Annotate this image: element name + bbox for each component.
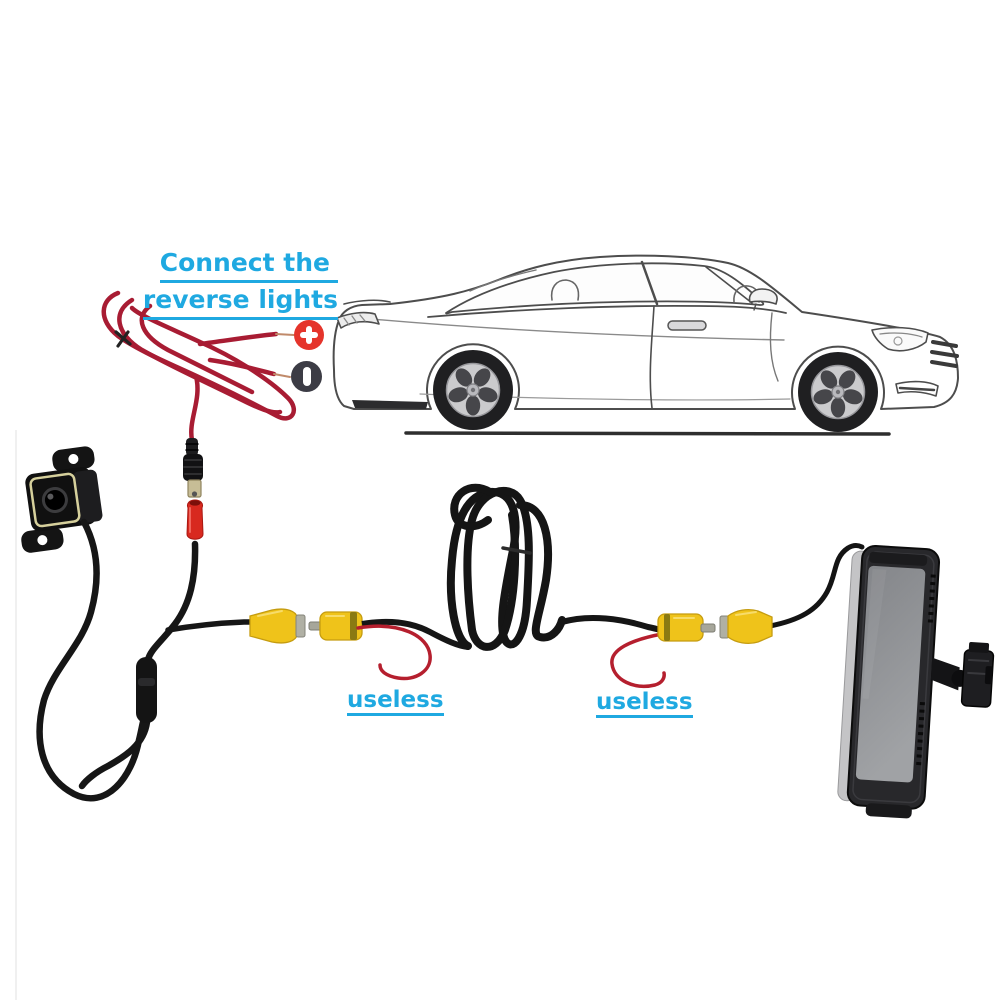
minus-icon-bar (303, 367, 311, 386)
front-wheel-icon (798, 352, 878, 432)
rca-male-connector-1 (308, 611, 363, 641)
monitor-cable (767, 543, 865, 629)
rca-male-connector-2 (657, 613, 716, 642)
connect-label-line1: Connect the (159, 246, 338, 283)
negative-terminal-minus-icon (291, 361, 322, 392)
rca1-useless-red-wire (356, 624, 432, 681)
rca-female-connector-2 (719, 609, 773, 644)
positive-terminal-plus-icon (294, 320, 324, 350)
rca1-black-tail (361, 618, 469, 650)
photo-edge-line (15, 430, 17, 1000)
monitor-mount-bracket (930, 642, 995, 708)
monitor-with-mount-icon (837, 544, 995, 819)
ground-line (404, 431, 891, 436)
connect-reverse-lights-label: Connect the reverse lights (142, 246, 338, 320)
useless-label-1: useless (347, 688, 444, 716)
car-side-view-icon (332, 254, 959, 436)
connect-label-line2: reverse lights (142, 283, 338, 320)
useless-label-2: useless (596, 690, 693, 718)
coiled-video-cable (446, 483, 663, 651)
dc-power-plug-icon (183, 438, 203, 498)
inline-module-icon (136, 657, 157, 723)
plus-icon-bar (306, 326, 312, 344)
camera-cable (36, 518, 256, 802)
red-bullet-connector-icon (186, 499, 204, 540)
rear-wheel-icon (433, 350, 513, 430)
rca2-useless-red-wire (610, 632, 666, 688)
reverse-light-wire (101, 290, 296, 443)
rca-female-connector-1 (249, 608, 306, 644)
rear-camera-icon (21, 446, 103, 553)
